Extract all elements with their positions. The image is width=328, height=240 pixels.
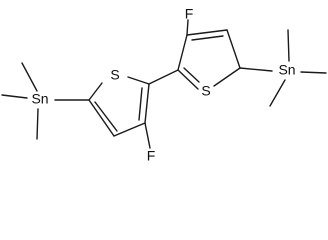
bonds	[1, 19, 327, 149]
atom-fluorine-bottom: F	[147, 148, 156, 164]
atom-sulfur-left: S	[110, 67, 119, 83]
bond-c4L-c5L-inner	[138, 87, 143, 121]
atom-tin-left: Sn	[31, 91, 48, 107]
bond-c2L-c3L-inner	[94, 101, 118, 132]
atom-fluorine-top: F	[185, 6, 194, 22]
bond-sR-c2R-inner	[183, 67, 200, 83]
bithiophene-structure: F S Sn S Sn F	[1, 6, 327, 164]
bond-c3R-c4R-inner	[191, 35, 224, 41]
atom-labels: F S Sn S Sn F	[31, 6, 295, 164]
bond-c4L-c5L	[144, 83, 150, 124]
structure-canvas: F S Sn S Sn F	[1, 5, 327, 164]
bond-sR-c2R	[177, 69, 199, 90]
atom-tin-right: Sn	[278, 62, 295, 78]
bond-snRight-methyl-up	[287, 29, 290, 62]
bond-snRight-methyl-right	[300, 71, 327, 74]
bond-snRight-methyl-down	[269, 79, 286, 107]
bond-c5L-sL	[127, 76, 150, 85]
bond-c5R-snRight	[239, 67, 273, 72]
bond-c3R-fTop	[186, 19, 189, 36]
bond-snLeft-methyl-up	[21, 62, 38, 92]
atom-sulfur-right: S	[201, 83, 210, 99]
bond-c3L-fBottom	[144, 122, 151, 149]
bond-c2R-c3R	[177, 34, 188, 71]
bond-snLeft-methyl-left	[1, 94, 28, 99]
bond-c4R-c5R	[226, 29, 241, 69]
bond-c3L-c4L	[113, 122, 146, 137]
bond-c2L-c3L	[88, 99, 115, 137]
bond-c3R-c4R	[186, 29, 228, 36]
bond-c5R-sR	[213, 67, 241, 87]
bond-sL-c2L	[88, 82, 103, 101]
bond-c5L-c2R	[148, 69, 179, 85]
bond-snLeft-methyl-down	[36, 108, 39, 140]
